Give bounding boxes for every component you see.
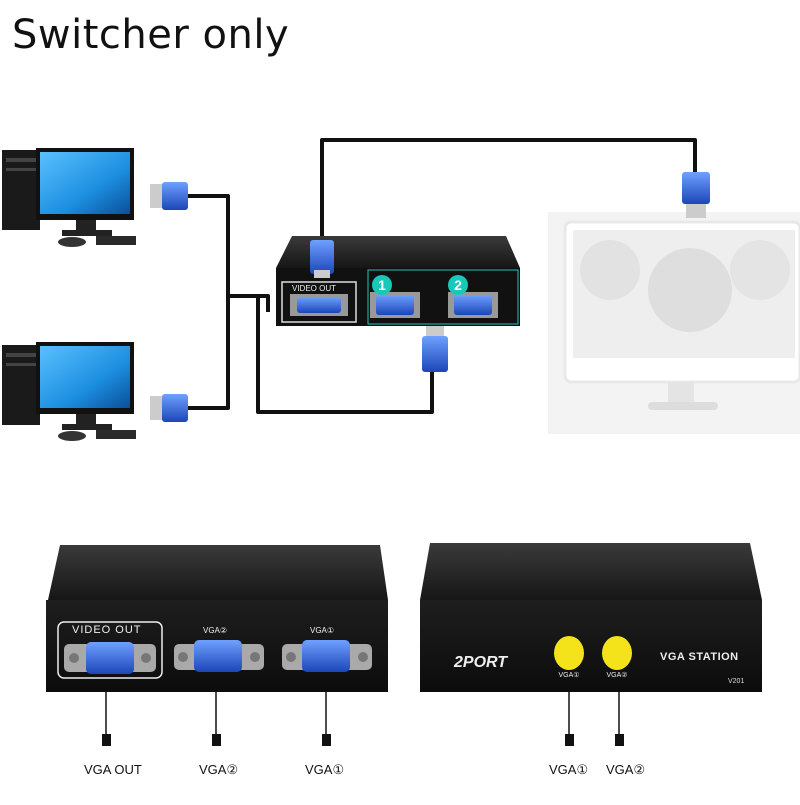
front-station: VGA STATION — [660, 651, 739, 663]
callout-marker — [212, 734, 221, 746]
callout-vga1-front: VGA① — [549, 762, 589, 777]
callout-vga2-front: VGA② — [606, 762, 646, 777]
front-btn2-label: VGA② — [606, 671, 627, 679]
vga-plug-switch-bottom — [422, 326, 448, 372]
callout-vga-out: VGA OUT — [84, 762, 142, 777]
caption-title: Switcher only — [12, 12, 290, 58]
button-vga1 — [554, 636, 584, 670]
computer-1 — [2, 148, 136, 247]
callout-marker — [102, 734, 111, 746]
rear-vga1-small: VGA① — [310, 626, 334, 635]
rear-video-out-label: VIDEO OUT — [72, 624, 142, 636]
callout-marker — [565, 734, 574, 746]
front-btn1-label: VGA① — [558, 671, 579, 679]
switch-box-top: VIDEO OUT 1 2 — [276, 236, 520, 326]
computer-2 — [2, 342, 136, 441]
switch-rear-panel: VIDEO OUT VGA② VGA① — [46, 545, 388, 692]
button-vga2 — [602, 636, 632, 670]
front-callouts — [568, 692, 620, 740]
vga-plug-monitor — [682, 172, 710, 218]
top-video-out-label: VIDEO OUT — [292, 284, 336, 293]
switch-front-panel: 2PORT VGA① VGA② VGA STATION V201 — [420, 543, 762, 692]
rear-callouts — [105, 692, 327, 740]
vga-plug-pc2 — [150, 394, 188, 422]
callout-marker — [615, 734, 624, 746]
badge-1 — [372, 275, 392, 295]
badge-2-text: 2 — [454, 277, 462, 293]
callout-vga2-rear: VGA② — [199, 762, 239, 777]
vga-plug-pc1 — [150, 182, 188, 210]
front-2port: 2PORT — [453, 654, 508, 671]
callout-marker — [322, 734, 331, 746]
badge-1-text: 1 — [378, 277, 386, 293]
monitor — [548, 212, 800, 434]
rear-vga2-small: VGA② — [203, 626, 227, 635]
cables — [185, 138, 697, 414]
badge-2 — [448, 275, 468, 295]
callout-vga1-rear: VGA① — [305, 762, 345, 777]
vga-plug-switch-top — [310, 240, 334, 278]
front-model: V201 — [728, 678, 744, 685]
